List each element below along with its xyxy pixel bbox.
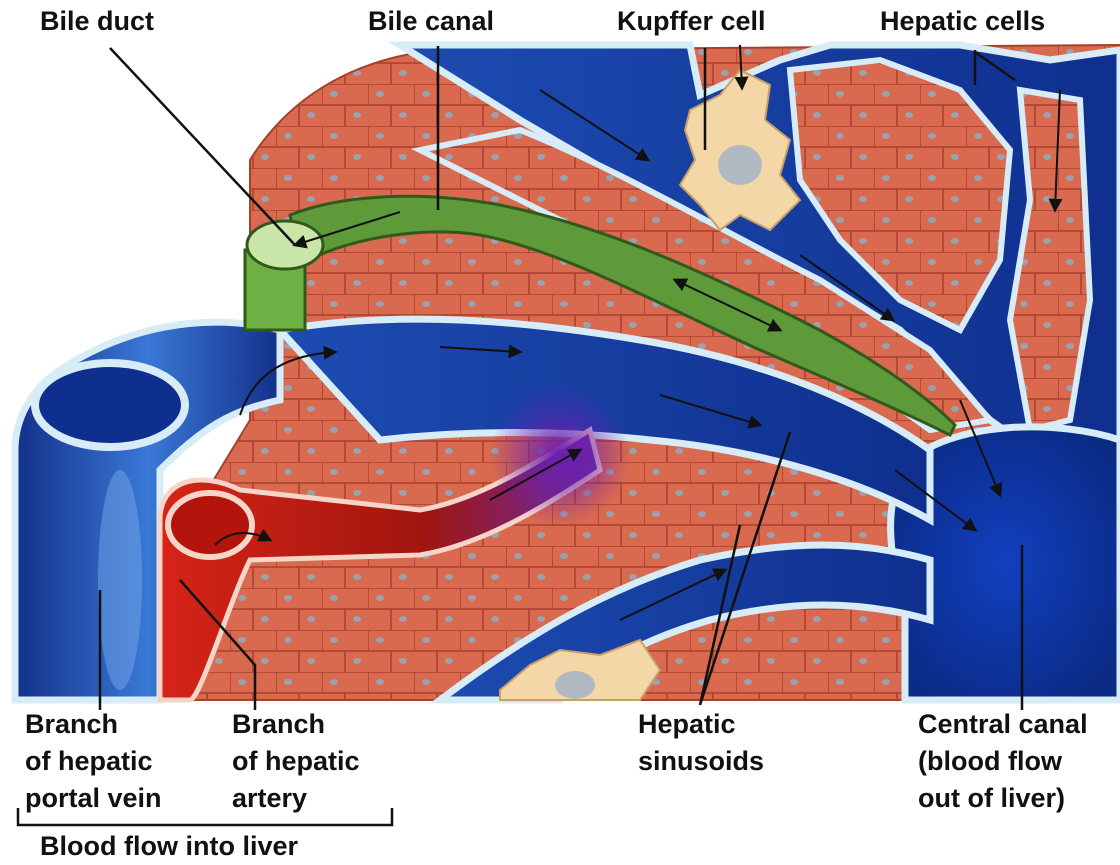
label-hepatic-cells: Hepatic cells	[880, 3, 1045, 40]
label-hepatic-artery: Branch of hepatic artery	[232, 706, 360, 817]
hepatic-artery-line-1: Branch	[232, 706, 360, 743]
label-hepatic-sinusoids: Hepatic sinusoids	[638, 706, 764, 780]
portal-vein-line-1: Branch	[25, 706, 162, 743]
bile-duct-opening	[247, 221, 323, 269]
hepatic-artery-line-2: of hepatic	[232, 743, 360, 780]
sinusoids-line-2: sinusoids	[638, 743, 764, 780]
label-central-canal: Central canal (blood flow out of liver)	[918, 706, 1088, 817]
hepatic-artery-opening	[168, 493, 252, 557]
blood-mixing-zone	[490, 385, 630, 525]
portal-vein-opening	[35, 363, 185, 447]
sinusoids-line-1: Hepatic	[638, 706, 764, 743]
portal-vein-line-3: portal vein	[25, 780, 162, 817]
central-canal-line-3: out of liver)	[918, 780, 1088, 817]
hepatic-artery-line-3: artery	[232, 780, 360, 817]
portal-vein-line-2: of hepatic	[25, 743, 162, 780]
central-canal-line-1: Central canal	[918, 706, 1088, 743]
central-canal-line-2: (blood flow	[918, 743, 1088, 780]
far-right-tissue	[1010, 90, 1090, 430]
label-bile-duct: Bile duct	[40, 3, 154, 40]
kupffer-nucleus	[718, 145, 762, 185]
kupffer-lower-nucleus	[555, 671, 595, 699]
label-kupffer-cell: Kupffer cell	[617, 3, 766, 40]
portal-vein-highlight	[98, 470, 142, 690]
label-portal-vein: Branch of hepatic portal vein	[25, 706, 162, 817]
label-bile-canal: Bile canal	[368, 3, 494, 40]
label-blood-flow-into-liver: Blood flow into liver	[40, 828, 298, 865]
